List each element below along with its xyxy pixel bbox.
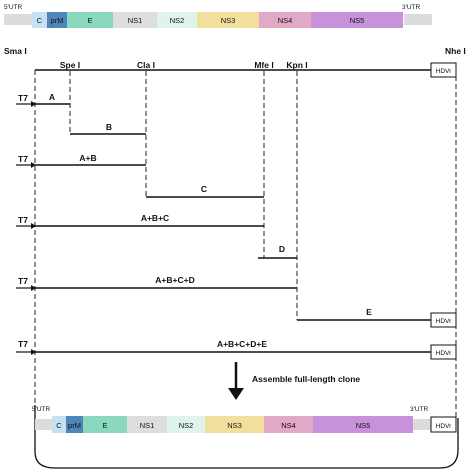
gene-ns4-label-bottom: NS4 (281, 421, 296, 430)
hdvr-box-abcde (430, 344, 457, 360)
assemble-step: Assemble full-length clone (228, 362, 360, 400)
gene-e-label-top: E (87, 16, 92, 25)
plasmid-loop (34, 405, 459, 469)
fragment-c-label: C (201, 184, 207, 194)
row-fragment-a: T7 A (16, 92, 70, 107)
gene-c-label-bottom: C (56, 421, 62, 430)
utr3-label-bottom: 3'UTR (410, 406, 429, 413)
utr5-label-top: 5'UTR (4, 4, 23, 11)
gene-ns1-label-top: NS1 (128, 16, 143, 25)
assemble-arrowhead (228, 388, 244, 400)
gene-ns3-label-top: NS3 (221, 16, 236, 25)
gene-prm-bottom (66, 416, 83, 433)
gene-ns1-top (113, 12, 157, 28)
site-nhe-label: Nhe I (445, 46, 466, 56)
t7-label-2: T7 (18, 154, 28, 164)
gene-prm-label-bottom: prM (68, 421, 81, 430)
site-sma-label: Sma I (4, 46, 27, 56)
gene-ns4-bottom (264, 416, 313, 433)
fragment-ab-label: A+B (79, 153, 96, 163)
gene-prm-label-top: prM (51, 16, 64, 25)
row-fragment-d: D (258, 244, 297, 259)
gene-e-top (67, 12, 113, 28)
hdvr-label-bottom: HDVr (436, 423, 452, 430)
gene-prm-top (47, 12, 67, 28)
hdvr-label-e: HDVr (436, 318, 452, 325)
gene-ns5-bottom (313, 416, 413, 433)
hdvr-box-bottom (430, 416, 457, 433)
genome-top: 5'UTR 3'UTR C prM E NS1 NS2 NS3 NS4 NS5 (4, 4, 432, 28)
gene-e-bottom (83, 416, 127, 433)
fragment-abcde-label: A+B+C+D+E (217, 339, 267, 349)
gene-ns1-label-bottom: NS1 (140, 421, 155, 430)
fragment-abc-label: A+B+C (141, 213, 169, 223)
t7-arrowhead-5 (31, 349, 36, 355)
fragment-a-label: A (49, 92, 55, 102)
fragment-e-label: E (366, 307, 372, 317)
utr3-segment-bottom (413, 419, 431, 430)
hdvr-label-top: HDVr (436, 68, 452, 75)
t7-label-1: T7 (18, 93, 28, 103)
t7-label-3: T7 (18, 215, 28, 225)
sma-tick (20, 57, 35, 70)
hdvr-label-abcde: HDVr (436, 350, 452, 357)
gene-ns2-top (157, 12, 197, 28)
utr3-segment-top (404, 14, 432, 25)
fragment-d-label: D (279, 244, 285, 254)
site-labels: Sma I Spe I Cla I Mfe I Kpn I Nhe I (4, 46, 466, 70)
site-kpn-label: Kpn I (286, 60, 307, 70)
utr5-segment-bottom (35, 419, 52, 430)
site-cla-label: Cla I (137, 60, 155, 70)
site-guides (34, 70, 457, 418)
gene-e-label-bottom: E (102, 421, 107, 430)
gene-ns1-bottom (127, 416, 167, 433)
fragment-abcd-label: A+B+C+D (155, 275, 194, 285)
gene-c-bottom (52, 416, 66, 433)
gene-c-label-top: C (37, 16, 43, 25)
row-fragment-abcde: T7 A+B+C+D+E HDVr (16, 339, 457, 360)
gene-ns2-label-top: NS2 (170, 16, 185, 25)
gene-ns3-bottom (205, 416, 264, 433)
site-mfe-label: Mfe I (254, 60, 273, 70)
gene-ns5-label-bottom: NS5 (356, 421, 371, 430)
hdvr-box-e (430, 312, 457, 328)
gene-ns2-label-bottom: NS2 (179, 421, 194, 430)
gene-c-top (32, 12, 47, 28)
gene-ns2-bottom (167, 416, 205, 433)
row-fragment-c: C (146, 184, 264, 198)
t7-label-5: T7 (18, 339, 28, 349)
t7-label-4: T7 (18, 276, 28, 286)
assemble-text: Assemble full-length clone (252, 374, 360, 384)
fragment-b-label: B (106, 122, 112, 132)
gene-ns5-top (311, 12, 403, 28)
gene-ns3-top (197, 12, 259, 28)
t7-arrowhead-4 (31, 285, 36, 291)
utr5-label-bottom: 5'UTR (32, 406, 51, 413)
t7-arrowhead-2 (31, 162, 36, 168)
hdvr-box-top (430, 62, 457, 78)
genome-bottom: 5'UTR 3'UTR C prM E NS1 NS2 NS3 NS4 NS5 … (32, 406, 457, 433)
row-fragment-abcd: T7 A+B+C+D (16, 275, 297, 291)
row-fragment-b: B (70, 122, 146, 135)
gene-ns4-top (259, 12, 311, 28)
site-spe-label: Spe I (60, 60, 80, 70)
row-fragment-e: E HDVr (297, 307, 457, 328)
row-fragment-abc: T7 A+B+C (16, 213, 264, 229)
row-fragment-ab: T7 A+B (16, 153, 146, 168)
utr3-label-top: 3'UTR (402, 4, 421, 11)
gene-ns4-label-top: NS4 (278, 16, 293, 25)
utr5-segment-top (4, 14, 32, 25)
t7-arrowhead-3 (31, 223, 36, 229)
gene-ns3-label-bottom: NS3 (227, 421, 242, 430)
t7-arrowhead-1 (31, 101, 36, 107)
vector-backbone: HDVr (35, 62, 457, 78)
gene-ns5-label-top: NS5 (350, 16, 365, 25)
